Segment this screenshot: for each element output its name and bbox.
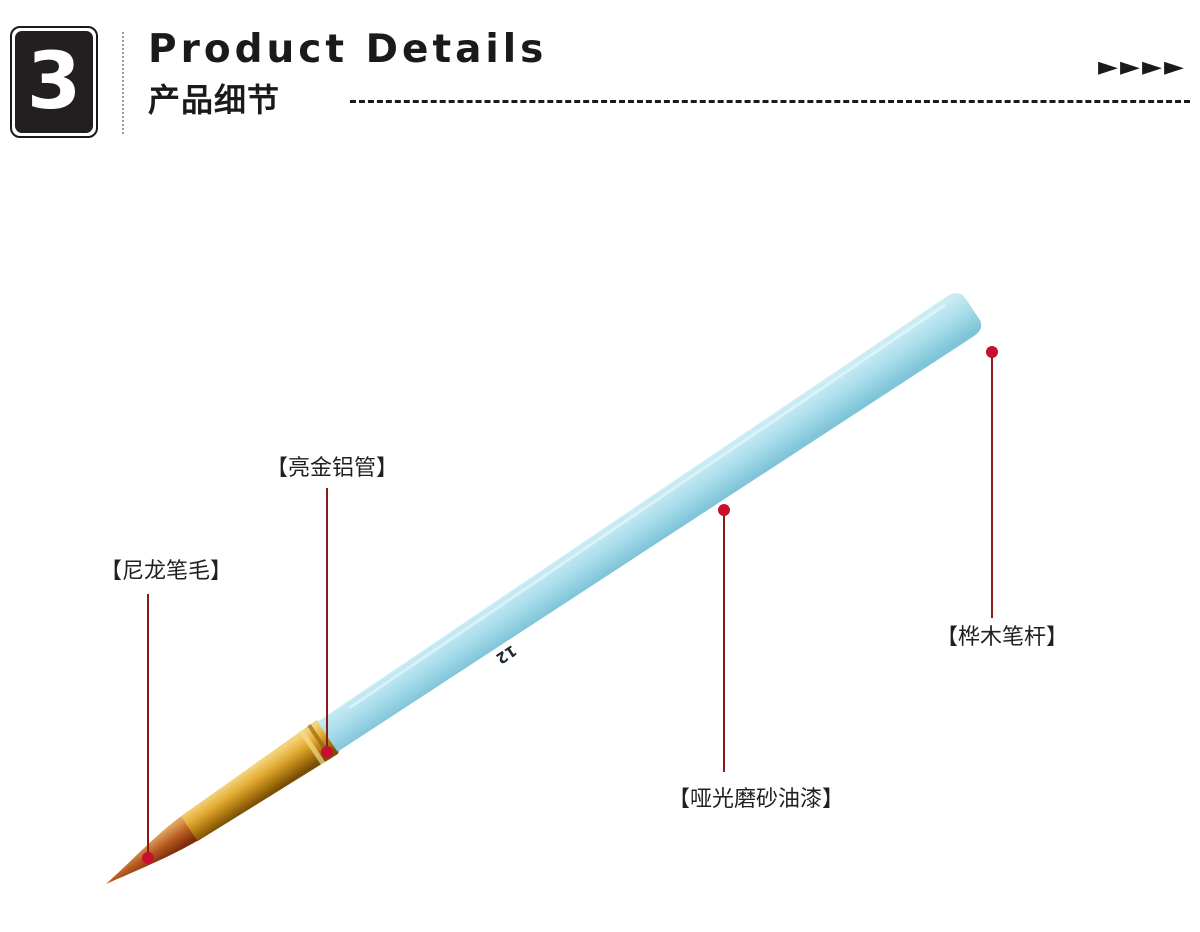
callout-label-gold-ferrule: 【亮金铝管】	[266, 456, 399, 481]
brush-handle	[317, 293, 982, 752]
section-title-cn: 产品细节	[148, 81, 281, 119]
callout-dot-handle	[986, 346, 998, 358]
section-number: 3	[15, 31, 93, 133]
callout-dot-paint	[718, 504, 730, 516]
header-divider	[122, 32, 124, 134]
brush-ferrule	[180, 720, 340, 842]
section-number-badge: 3	[10, 26, 98, 138]
brush-bristles	[106, 813, 202, 884]
callout-label-nylon-bristles: 【尼龙笔毛】	[100, 559, 233, 584]
callout-label-birch-handle: 【桦木笔杆】	[936, 625, 1069, 650]
arrows-icon: ►►►►	[1098, 52, 1186, 82]
header-dashed-rule	[350, 100, 1190, 103]
callout-dot-ferrule	[321, 746, 333, 758]
callout-dot-bristles	[142, 852, 154, 864]
callout-label-matte-paint: 【哑光磨砂油漆】	[668, 787, 845, 812]
section-title-en: Product Details	[148, 27, 548, 72]
